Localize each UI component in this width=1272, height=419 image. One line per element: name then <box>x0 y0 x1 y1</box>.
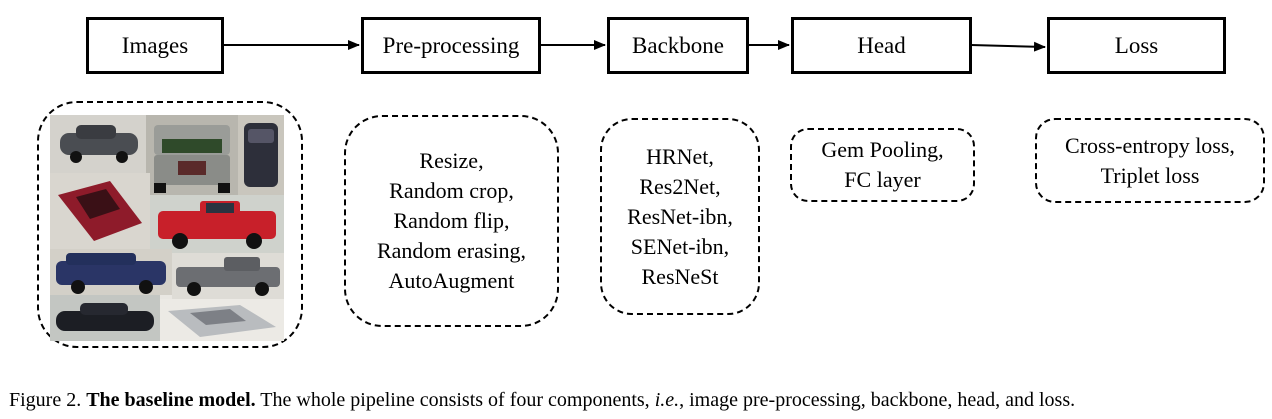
loss-item-cross-entropy: Cross-entropy loss, <box>1065 132 1235 158</box>
stage-box-head: Head <box>791 17 972 74</box>
preprocessing-item-random-flip: Random flip, <box>393 208 510 233</box>
preprocessing-item-resize: Resize, <box>419 148 484 173</box>
figure-caption: Figure 2. The baseline model. The whole … <box>9 389 1259 412</box>
loss-item-triplet: Triplet loss <box>1100 162 1200 188</box>
backbone-details-box: HRNet, Res2Net, ResNet-ibn, SENet-ibn, R… <box>600 118 760 315</box>
preprocessing-item-random-erasing: Random erasing, <box>376 238 527 263</box>
stage-label-loss: Loss <box>1114 32 1159 58</box>
stage-label-backbone: Backbone <box>632 32 724 58</box>
backbone-item-senet-ibn: SENet-ibn, <box>630 233 730 259</box>
stage-box-loss: Loss <box>1047 17 1226 74</box>
preprocessing-details-box: Resize, Random crop, Random flip, Random… <box>344 115 559 327</box>
blue-suv-photo <box>50 249 172 295</box>
dark-gray-sedan-photo <box>50 115 146 173</box>
caption-text-1: The whole pipeline consists of four comp… <box>255 389 655 411</box>
backbone-item-resnest: ResNeSt <box>641 263 719 289</box>
caption-title: The baseline model. <box>86 389 256 411</box>
stage-box-images: Images <box>86 17 224 74</box>
stage-label-head: Head <box>857 32 906 58</box>
vehicle-image-collage <box>50 115 284 341</box>
dark-suv-photo <box>238 115 284 195</box>
red-sedan-photo <box>50 173 150 249</box>
caption-text-2: , image pre-processing, backbone, head, … <box>679 389 1076 411</box>
arrow-head-to-loss <box>970 41 1046 52</box>
stage-label-preprocessing: Pre-processing <box>382 32 520 58</box>
head-details-box: Gem Pooling, FC layer <box>790 128 975 202</box>
stage-box-preprocessing: Pre-processing <box>361 17 541 74</box>
gray-pickup-photo <box>172 253 284 299</box>
preprocessing-item-autoaugment: AutoAugment <box>388 268 515 293</box>
black-sedan-photo <box>50 295 160 341</box>
preprocessing-item-random-crop: Random crop, <box>389 178 514 203</box>
caption-italic: i.e. <box>654 389 680 411</box>
red-pickup-photo <box>150 195 284 253</box>
head-item-gem-pooling: Gem Pooling, <box>821 137 944 162</box>
backbone-item-res2net: Res2Net, <box>639 173 721 199</box>
head-item-fc-layer: FC layer <box>844 167 921 192</box>
silver-sedan-photo <box>160 299 284 341</box>
stage-box-backbone: Backbone <box>607 17 749 74</box>
pipeline-arrows <box>224 40 1046 52</box>
caption-prefix: Figure 2. <box>9 389 87 411</box>
loss-details-box: Cross-entropy loss, Triplet loss <box>1035 118 1265 203</box>
backbone-item-hrnet: HRNet, <box>646 143 714 169</box>
stage-label-images: Images <box>121 32 189 58</box>
backbone-item-resnet-ibn: ResNet-ibn, <box>627 203 733 229</box>
silver-pickup-rear-photo <box>146 115 238 195</box>
